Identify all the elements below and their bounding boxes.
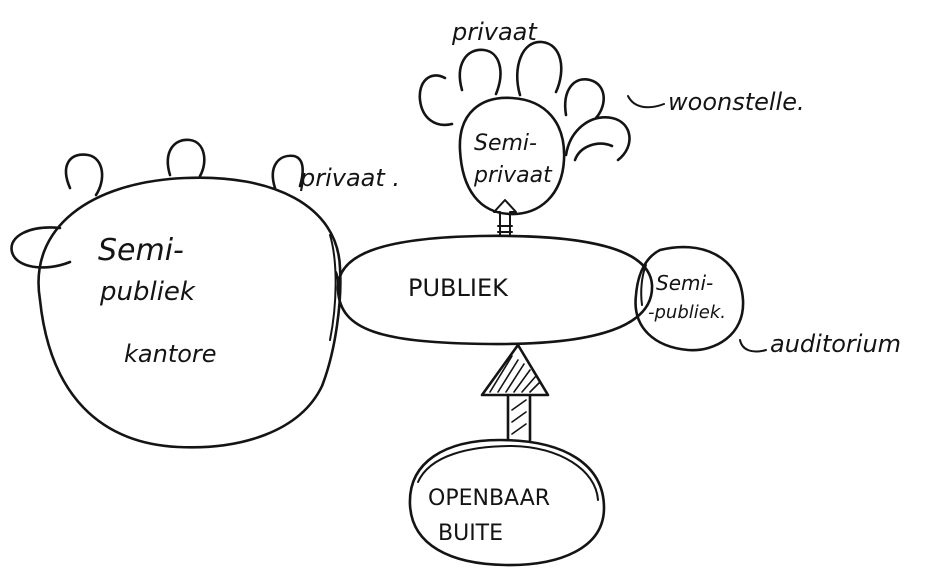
semi-publiek-right-node: Semi- -publiek. [634,245,745,352]
semi-privaat-line1: Semi- [474,131,537,156]
publiek-label: PUBLIEK [408,274,509,302]
privaat-top-annotation: privaat [451,18,538,46]
privaat-cell-1 [10,226,72,269]
semi-publiek-left-outline-retrace [329,234,337,341]
woonstelle-leader-line [627,95,665,109]
semi-privaat-line2: privaat [473,163,553,188]
semi-publiek-left-sub: kantore [124,340,217,368]
semi-privaat-node: Semi- privaat [418,40,631,237]
openbaar-to-publiek-arrow [480,343,550,442]
arrow-head [480,343,550,397]
openbaar-node: OPENBAAR BUITE [408,438,606,567]
woonstel-cell-2 [458,48,502,96]
openbaar-line2: BUITE [438,521,503,546]
arrow-hatching [489,355,541,435]
semi-publiek-right-outline [634,245,745,352]
openbaar-outline-retrace [417,445,599,501]
publiek-to-privaat-arrow [493,199,517,237]
publiek-to-right-connector [640,264,647,306]
privaat-cell-4 [271,154,304,190]
semi-privaat-outline [458,96,566,216]
woonstel-cell-1 [418,74,454,127]
semi-publiek-right-line2: -publiek. [648,302,726,323]
arrow-shaft [506,393,532,442]
auditorium-leader-line [739,339,767,353]
semi-publiek-left-outline [37,176,342,449]
woonstel-cell-3 [515,40,563,97]
privaat-cell-3 [166,138,206,178]
semi-publiek-right-line1: Semi- [656,271,713,295]
woonstelle-annotation: woonstelle. [668,88,805,116]
openbaar-outline [408,438,606,567]
woonstel-cell-4 [563,78,605,120]
privaat-cell-2 [64,153,104,197]
privaat-left-annotation: privaat . [299,164,400,192]
publiek-outline [336,234,654,346]
publiek-node: PUBLIEK [336,234,654,346]
semi-publiek-left-line1: Semi- [98,233,184,268]
left-to-publiek-connector [335,271,339,289]
woonstel-cell-5b [573,142,614,162]
woonstel-cell-5 [564,116,631,162]
openbaar-line1: OPENBAAR [428,486,550,511]
semi-publiek-left-line2: publiek [99,277,196,307]
semi-publiek-left-node: Semi- publiek kantore [10,138,342,449]
auditorium-annotation: auditorium [770,330,901,358]
